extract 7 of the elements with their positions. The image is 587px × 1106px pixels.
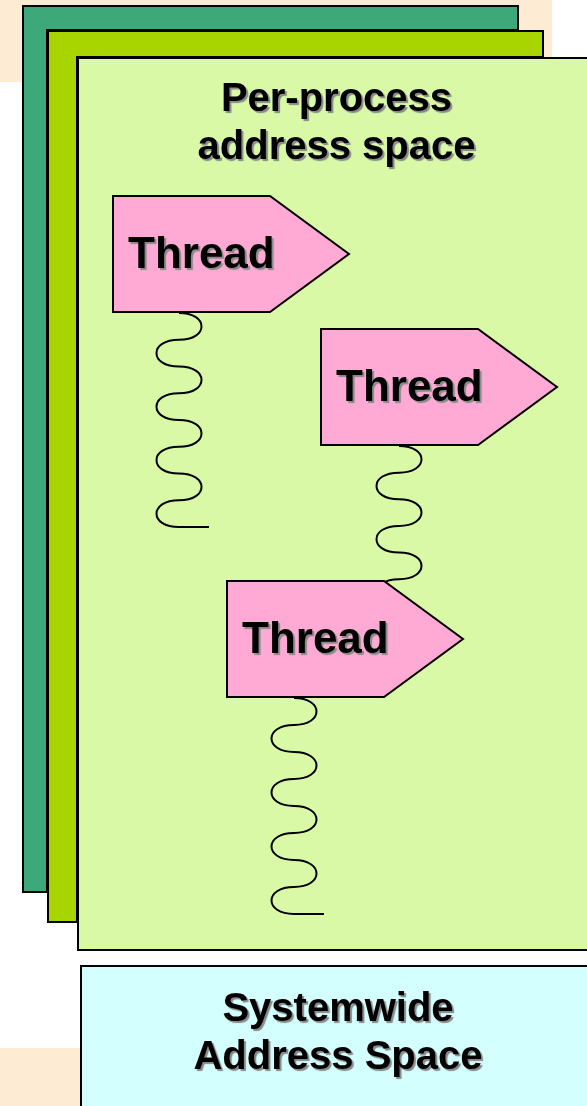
panel-heading: Per-process address space (196, 74, 477, 169)
panel-heading: Systemwide Address Space (192, 984, 484, 1079)
thread-label: Thread (128, 227, 275, 279)
thread-label: Thread (336, 360, 483, 412)
address-space-panel (77, 57, 587, 951)
address-space-panel (80, 965, 587, 1106)
thread-label: Thread (242, 612, 389, 664)
